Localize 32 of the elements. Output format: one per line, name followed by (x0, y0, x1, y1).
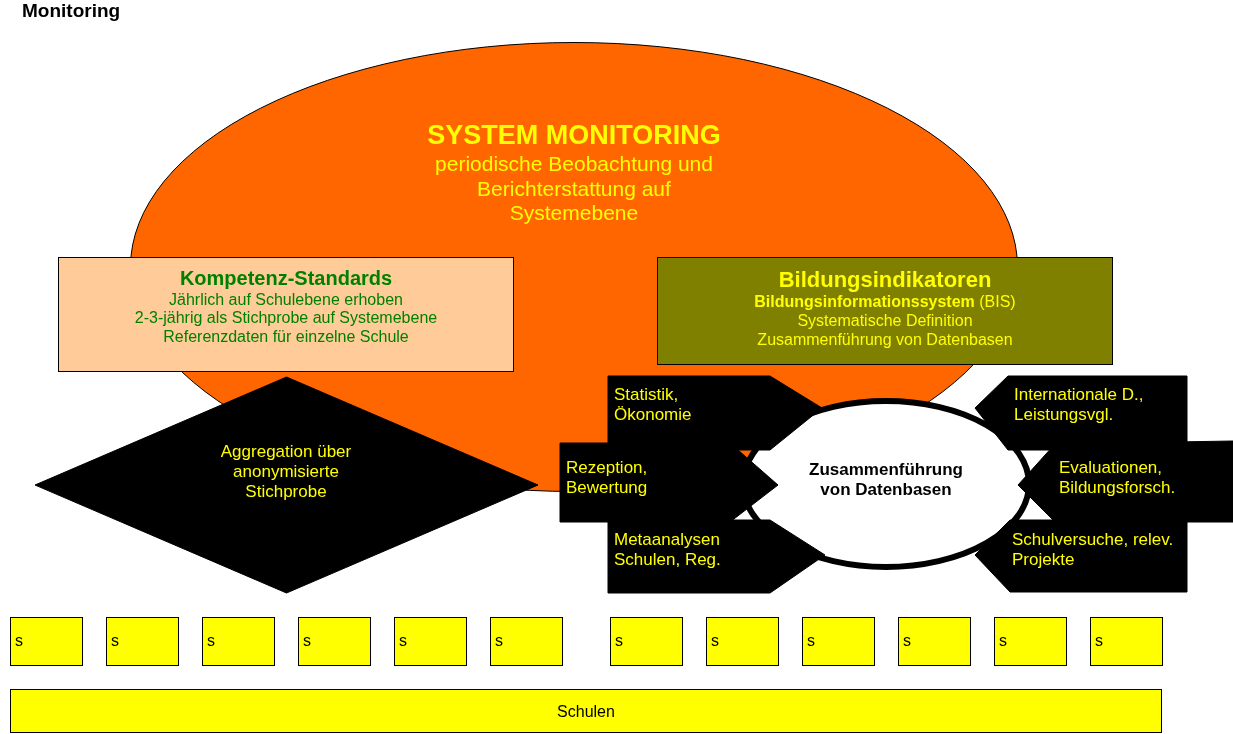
body-text: Aggregation über anonymisierte Stichprobe (219, 442, 353, 503)
body-text: periodische Beobachtung und Berichterstattung auf Systemebene (434, 151, 714, 227)
body-text: Rezeption, Bewertung (566, 458, 649, 499)
body-text: Zusammenführung von Datenbasen (757, 330, 1013, 350)
body-text: Zusammenführung von Datenbasen (809, 460, 963, 501)
body-text: 2-3-jährig als Stichprobe auf Systemebene (134, 309, 438, 329)
diagram-title: Monitoring (22, 0, 121, 22)
body-text: Metaanalysen Schulen, Reg. (614, 530, 722, 571)
school-label: s (999, 632, 1007, 651)
body-text: Systematische Definition (797, 311, 973, 331)
school-label: s (807, 632, 815, 651)
school-label: s (303, 632, 311, 651)
school-label: s (207, 632, 215, 651)
school-label: s (15, 632, 23, 651)
body-text: Jährlich auf Schulebene erhoben (169, 290, 403, 310)
body-text: Schulversuche, relev. Projekte (1012, 530, 1175, 571)
body-text: Referenzdaten für einzelne Schule (163, 328, 409, 348)
school-label: s (495, 632, 503, 651)
body-text: Bildungsinformationssystem (BIS) (754, 292, 1016, 312)
school-label: s (1095, 632, 1103, 651)
heading-text: Kompetenz-Standards (179, 267, 393, 291)
school-label: s (615, 632, 623, 651)
school-label: s (111, 632, 119, 651)
body-text: Internationale D., Leistungsvgl. (1014, 385, 1145, 426)
school-label: s (399, 632, 407, 651)
heading-text: SYSTEM MONITORING (427, 120, 721, 152)
body-text: Statistik, Ökonomie (614, 385, 693, 426)
body-text: Evaluationen, Bildungsforsch. (1059, 458, 1177, 499)
body-text: Schulen (557, 703, 615, 722)
school-label: s (711, 632, 719, 651)
heading-text: Bildungsindikatoren (778, 267, 992, 293)
school-label: s (903, 632, 911, 651)
